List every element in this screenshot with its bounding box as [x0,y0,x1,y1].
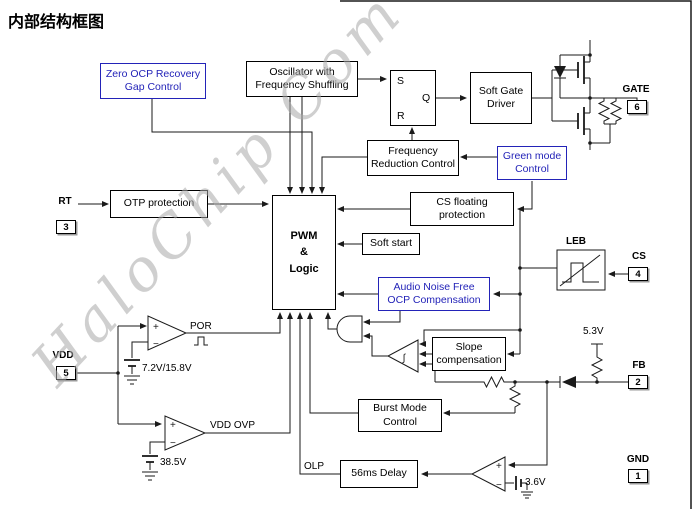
leb-label: LEB [566,236,586,247]
diode-clamp [554,54,590,99]
por-threshold-label: 7.2V/15.8V [142,363,192,374]
block-cs-floating-protection: CS floating protection [410,192,514,226]
block-soft-gate-driver: Soft Gate Driver [470,72,532,124]
and-gate [325,311,401,357]
burst-olp-wires [297,312,515,477]
vdd-ovp-label: VDD OVP [210,420,256,431]
block-56ms-delay: 56ms Delay [340,460,418,488]
svg-text:−: − [170,438,176,449]
pin-fb-label: FB [632,360,646,371]
block-green-mode: Green mode Control [497,146,567,180]
battery-por [124,341,148,385]
mosfet-low-side [577,107,585,135]
battery-olp [505,476,533,499]
por-comparator: + − [124,312,283,385]
pin-gnd-number: 1 [628,469,648,483]
block-zero-ocp-recovery: Zero OCP Recovery Gap Control [100,63,206,99]
ovp-comparator: + − [142,312,293,481]
fb-network [419,343,628,413]
block-oscillator: Oscillator with Frequency Shuffling [246,61,358,97]
olp-label: OLP [304,461,325,472]
pin-rt-number: 3 [56,220,76,234]
block-frequency-reduction: Frequency Reduction Control [367,140,459,176]
pwm-input-wires [78,97,497,297]
latch-q-label: Q [422,92,431,104]
gate-pin-wire [590,97,638,100]
svg-text:∫: ∫ [402,353,407,364]
block-pwm-logic: PWM & Logic [272,195,336,310]
mosfet-high-side [577,56,585,84]
svg-text:+: + [496,461,502,472]
pin-vdd-number: 5 [56,366,76,380]
page-title: 内部结构框图 [8,14,105,31]
diode-fb [559,376,576,388]
resistor-fb-series [481,375,507,389]
pin-gnd-label: GND [626,454,650,465]
leb-block [556,249,606,291]
block-soft-start: Soft start [362,233,420,255]
frame-border [340,0,692,509]
pin-cs-label: CS [632,251,646,262]
svg-text:+: + [153,322,159,333]
block-audio-noise-free-ocp: Audio Noise Free OCP Compensation [378,277,490,311]
pwm-comparator: ∫ [386,339,419,373]
latch-s-label: S [397,75,405,87]
svg-text:−: − [153,339,159,350]
block-sr-latch: S Q R [390,70,436,126]
block-otp-protection: OTP protection [110,190,208,218]
pin-fb-number: 2 [628,375,648,389]
latch-r-label: R [397,110,405,122]
gate-output-stage [554,40,638,150]
ovp-threshold-label: 38.5V [160,457,187,468]
block-burst-mode: Burst Mode Control [358,399,442,432]
gate-resistor-1 [597,98,611,124]
ground-ovp [142,471,158,481]
ground-por [124,375,140,385]
battery-ovp [142,441,165,481]
por-label: POR [190,321,212,332]
gate-resistor-2 [609,98,623,124]
svg-text:−: − [496,480,502,491]
junction-dots [116,53,599,384]
resistor-fb-clamp [590,343,604,382]
olp-comparator: + − [470,382,548,499]
block-slope-compensation: Slope compensation [432,337,506,371]
olp-threshold-label: 3.6V [525,477,546,488]
fb-clamp-voltage-label: 5.3V [583,326,604,337]
resistor-fb-divider [508,382,522,413]
por-step-glyph [194,336,208,346]
svg-text:+: + [170,420,176,431]
pin-gate-label: GATE [622,84,650,95]
pin-gate-number: 6 [627,100,647,114]
pin-cs-number: 4 [628,267,648,281]
vdd-wires [76,323,162,427]
pin-vdd-label: VDD [52,350,74,361]
top-signal-wires [358,69,578,122]
ground-olp [521,491,533,499]
pin-rt-label: RT [58,196,72,207]
